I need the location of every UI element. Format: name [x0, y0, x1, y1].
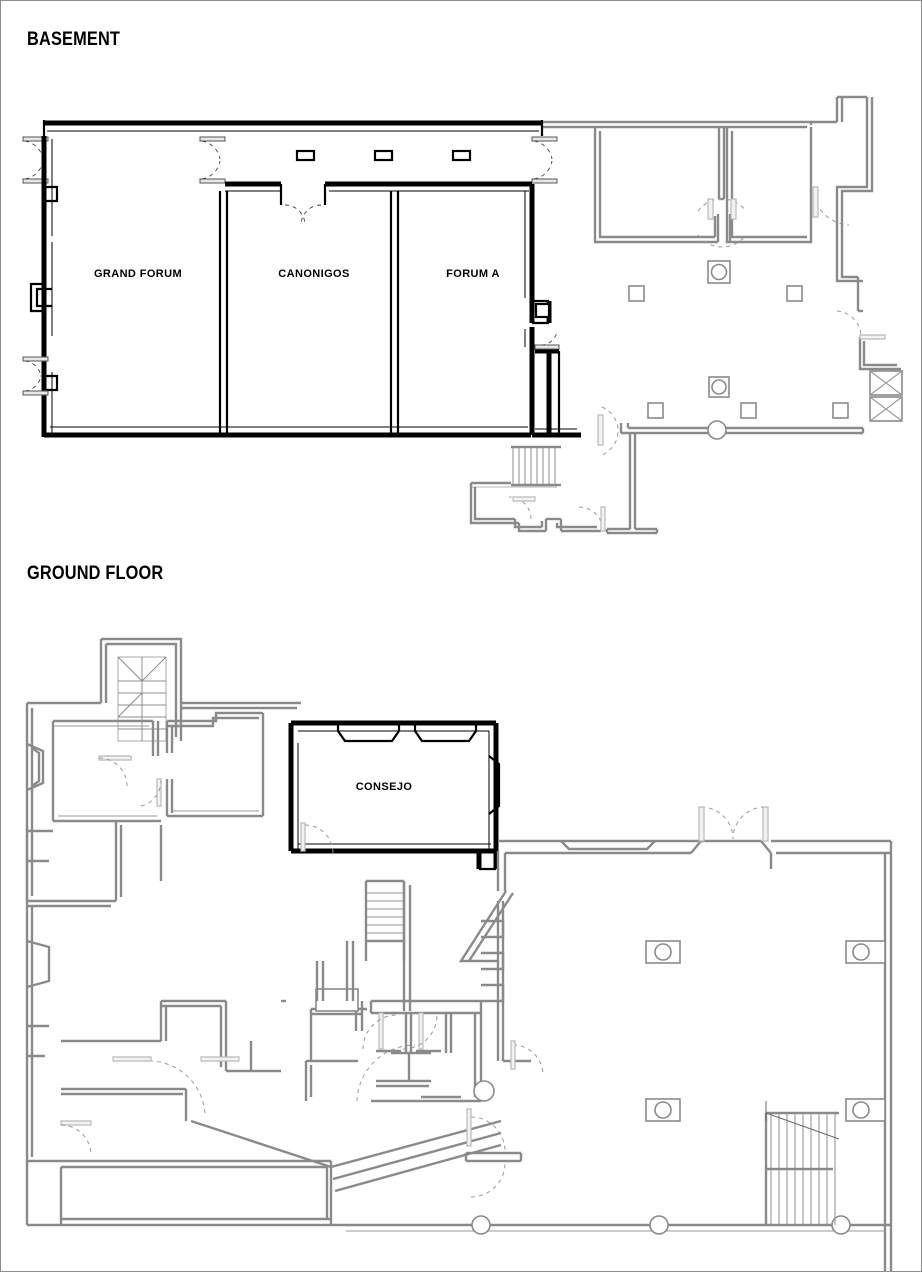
- room-label-grand-forum: GRAND FORUM: [94, 268, 182, 280]
- ground-right-hall: [341, 806, 893, 1271]
- consejo-room: CONSEJO: [288, 720, 501, 871]
- stair-symbol: [364, 879, 406, 961]
- basement-floor-title: BASEMENT: [27, 29, 121, 50]
- basement-floor-plan: GRAND FORUM CANONIGOS FORUM A: [22, 95, 903, 535]
- room-label-consejo: CONSEJO: [356, 781, 413, 793]
- basement-right-wing: [469, 95, 903, 535]
- ground-floor-plan: CONSEJO: [25, 637, 893, 1271]
- ground-service-core: [25, 879, 544, 1227]
- stair-symbol: [511, 445, 561, 487]
- ground-floor-title: GROUND FLOOR: [27, 563, 164, 584]
- elevator-shaft-symbol: [869, 370, 903, 422]
- room-label-forum-a: FORUM A: [446, 268, 500, 280]
- ground-left-rooms: [25, 701, 301, 901]
- stair-symbol: [764, 1101, 840, 1225]
- room-label-canonigos: CANONIGOS: [278, 268, 349, 280]
- basement-main-hall: [22, 120, 581, 438]
